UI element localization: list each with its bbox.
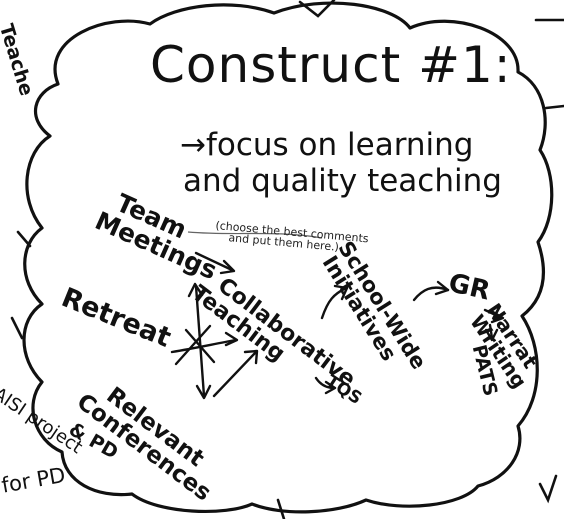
subtitle-line-1: →focus on learning	[180, 127, 474, 163]
arrowhead-gr-to-narrative	[490, 310, 505, 324]
arrow-collab-to-school	[320, 286, 348, 320]
arrow-gr-to-pats	[488, 323, 494, 340]
arrow-teaching-to-tqs	[314, 376, 336, 390]
margin-stroke-left-low	[10, 316, 24, 340]
margin-stroke-left-mid	[16, 230, 32, 248]
arrowhead-team-to-collab	[219, 259, 236, 275]
margin-stroke-bottom-right	[538, 474, 558, 504]
arrowhead-gr-to-pats	[484, 328, 499, 342]
arrow-school-to-gr	[412, 286, 450, 302]
margin-stroke-top	[298, 0, 336, 18]
arrowhead-relevant-down	[195, 384, 212, 400]
diagram-title: Construct #1:	[150, 36, 512, 94]
cloud-outline	[22, 1, 554, 514]
arrowhead-school-to-gr	[434, 280, 450, 296]
arrow-relevant-to-collab	[212, 350, 258, 398]
arrowhead-collab-to-school	[333, 284, 349, 301]
arrow-cross-left	[184, 328, 216, 364]
subtitle-line-2: and quality teaching	[183, 163, 502, 199]
arrow-retreat-to-collab	[170, 338, 238, 354]
margin-stroke-bottom-mid	[276, 498, 286, 519]
arrowhead-teaching-to-tqs	[324, 380, 337, 395]
title-underline	[187, 231, 323, 239]
arrow-cross-right	[174, 324, 212, 366]
arrowhead-meetings-up	[187, 282, 204, 298]
arrowhead-relevant-to-collab	[243, 349, 259, 365]
arrow-meetings-relevant	[194, 284, 206, 398]
arrow-team-to-collab	[194, 251, 234, 272]
arrowhead-retreat-to-collab	[224, 331, 239, 347]
margin-stroke-right-mid	[544, 104, 564, 110]
